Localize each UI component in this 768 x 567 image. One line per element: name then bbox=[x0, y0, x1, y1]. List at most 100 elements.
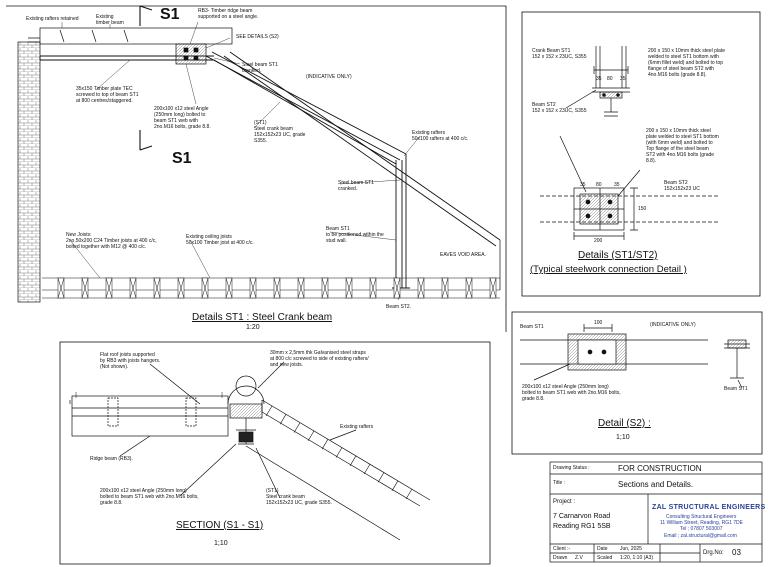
tb-project-line2: Reading RG1 5SB bbox=[553, 523, 611, 530]
s1-marker-label-top: S1 bbox=[160, 6, 180, 23]
rafter-tick bbox=[265, 405, 273, 417]
label-s2-beam-st1-left: Beam ST1 bbox=[520, 324, 544, 330]
crank-detail-frame bbox=[6, 5, 507, 332]
joist-cross bbox=[417, 277, 425, 299]
dim-35-d: 35 bbox=[614, 182, 620, 188]
tb-firm-tel: Tel ; 07807 503007 bbox=[680, 526, 723, 532]
detail-s2-linework bbox=[520, 324, 750, 389]
joist-cross bbox=[273, 277, 281, 299]
label-timber-plate: 35x150 Timber plate TEC screwed to top o… bbox=[76, 86, 139, 104]
label-existing-rafters: Existing rafters retained bbox=[26, 16, 79, 22]
label-beam-stud-wall: Beam ST1 to be positioned within the stu… bbox=[326, 226, 384, 244]
rafter-tick bbox=[279, 414, 287, 425]
tb-dwg-value: 03 bbox=[732, 548, 741, 557]
label-flat-roof: Flat roof joists supported by RB3 with j… bbox=[100, 352, 161, 370]
s1-marker-top bbox=[139, 5, 153, 151]
rafter-tick bbox=[363, 463, 371, 475]
rafter-tick bbox=[293, 422, 301, 433]
joist-cross bbox=[105, 277, 113, 299]
tb-project-line1: 7 Carnarvon Road bbox=[553, 513, 611, 520]
label-angle-crank: 200x100 x12 steel Angle (250mm long) bol… bbox=[154, 106, 211, 130]
ridge-connection bbox=[175, 43, 207, 65]
dim-35-a: 35 bbox=[596, 76, 602, 82]
label-ridge-beam: Ridge beam (RB3). bbox=[90, 456, 133, 462]
joist-cross bbox=[489, 277, 497, 299]
label-see-details: SEE DETAILS (S2) bbox=[236, 34, 279, 40]
rafter-tick bbox=[307, 430, 315, 442]
tb-scaled-label: Scaled bbox=[597, 555, 613, 561]
tb-dwg-label: Drg.No: bbox=[703, 550, 724, 556]
section-scale: 1;10 bbox=[214, 540, 228, 547]
rafter-tick bbox=[377, 472, 385, 483]
label-beam-st2-section: Beam ST2 152 x 152 x 23UC, S355 bbox=[532, 102, 587, 114]
joist-cross bbox=[393, 277, 401, 299]
tb-title-label: Title : bbox=[553, 480, 566, 486]
crank-detail-scale: 1:20 bbox=[246, 324, 260, 331]
label-s2-dim-100: 100 bbox=[594, 320, 603, 326]
section-title: SECTION (S1 - S1) bbox=[176, 520, 264, 531]
st1-st2-frame bbox=[521, 11, 761, 297]
joist-cross bbox=[465, 277, 473, 299]
label-straps: 30mm x 2,5mm thk Galvanised steel straps… bbox=[270, 350, 369, 368]
joist-cross bbox=[249, 277, 257, 299]
st1-st2-subtitle: (Typical steelwork connection Detail ) bbox=[530, 264, 687, 275]
tb-title: Sections and Details. bbox=[618, 480, 694, 489]
joist-cross bbox=[225, 277, 233, 299]
st1-st2-title: Details (ST1/ST2) bbox=[578, 250, 658, 261]
joist-cross bbox=[441, 277, 449, 299]
dimension-arrows bbox=[75, 392, 223, 398]
st1-st2-section-view bbox=[592, 46, 630, 117]
label-indicative: (INDICATIVE ONLY) bbox=[306, 74, 352, 80]
joist-cross bbox=[81, 277, 89, 299]
label-s2-beam-st1-right: Beam ST1 bbox=[724, 386, 748, 392]
joist-cross bbox=[201, 277, 209, 299]
label-existing-rafters-right: Existing rafters 50x100 rafters at 400 c… bbox=[412, 130, 469, 142]
label-steel-beam-cranked-mid: Steel beam ST1 cranked. bbox=[338, 180, 374, 192]
label-existing-timber-beam: Existing timber beam bbox=[96, 14, 124, 26]
joist-cross bbox=[297, 277, 305, 299]
label-crank-beam-st1: Crank Beam ST1 152 x 152 x 23UC, S355 bbox=[532, 48, 587, 60]
label-timber-ridge-beam: RB3- Timber ridge beam supported on a st… bbox=[198, 8, 259, 20]
tb-client-label: Client :- bbox=[553, 546, 571, 552]
label-s2-angle: 200x100 x12 steel Angle (250mm long) bol… bbox=[522, 384, 621, 402]
label-new-joists: New Joists: 2no.50x200 C24 Timber joists… bbox=[66, 232, 157, 250]
tb-date-label: Date bbox=[597, 546, 608, 552]
dim-80-b: 80 bbox=[596, 182, 602, 188]
rafter-tick bbox=[321, 439, 329, 450]
label-section-st1: (ST1) Steel crank beam 152x152x23 UC, gr… bbox=[266, 488, 332, 506]
tb-scaled-value: 1:20, 1:10 (A3) bbox=[620, 555, 654, 561]
dim-150: 150 bbox=[638, 206, 647, 212]
label-steel-beam-cranked-top: Steel beam ST1 cranked. bbox=[242, 62, 278, 74]
tb-date-value: Jun, 2025 bbox=[620, 546, 642, 552]
rafter-tick bbox=[405, 488, 413, 500]
label-st1-crank: (ST1) Steel crank beam 152x152x23 UC, gr… bbox=[254, 120, 306, 144]
label-s2-indicative: (INDICATIVE ONLY) bbox=[650, 322, 696, 328]
joist-cross bbox=[57, 277, 65, 299]
joist-cross bbox=[129, 277, 137, 299]
tb-drawn-value: Z.V bbox=[575, 555, 583, 561]
rafter-tick bbox=[391, 480, 399, 491]
dim-200: 200 bbox=[594, 238, 603, 244]
joist-cross bbox=[345, 277, 353, 299]
detail-s2-frame bbox=[511, 311, 763, 455]
tb-drawing-status-label: Drawing Status : bbox=[553, 465, 590, 471]
dim-80-a: 80 bbox=[607, 76, 613, 82]
label-existing-rafters-section: Existing rafters bbox=[340, 424, 374, 430]
existing-timber-beam bbox=[28, 27, 233, 45]
label-plate-note-1: 200 x 150 x 10mm thick steel plate welde… bbox=[648, 48, 725, 78]
title-block-grid bbox=[549, 461, 763, 563]
tb-firm-email: Email ; zal.structural@gmail.com bbox=[664, 533, 737, 539]
brick-wall bbox=[17, 41, 41, 303]
label-section-angle: 200x100 x12 steel Angle (250mm long) bol… bbox=[100, 488, 199, 506]
rafter-tick bbox=[349, 455, 357, 466]
tb-drawn-label: Drawn bbox=[553, 555, 568, 561]
steel-crank-beam-sloped bbox=[205, 51, 501, 247]
dim-35-c: 35 bbox=[580, 182, 586, 188]
tb-project-label: Project : bbox=[553, 499, 576, 505]
detail-s2-scale: 1;10 bbox=[616, 434, 630, 441]
joist-cross bbox=[369, 277, 377, 299]
st1-st2-plan-view bbox=[540, 89, 720, 240]
rafter-tick bbox=[335, 447, 343, 458]
crank-leaders bbox=[61, 21, 421, 301]
